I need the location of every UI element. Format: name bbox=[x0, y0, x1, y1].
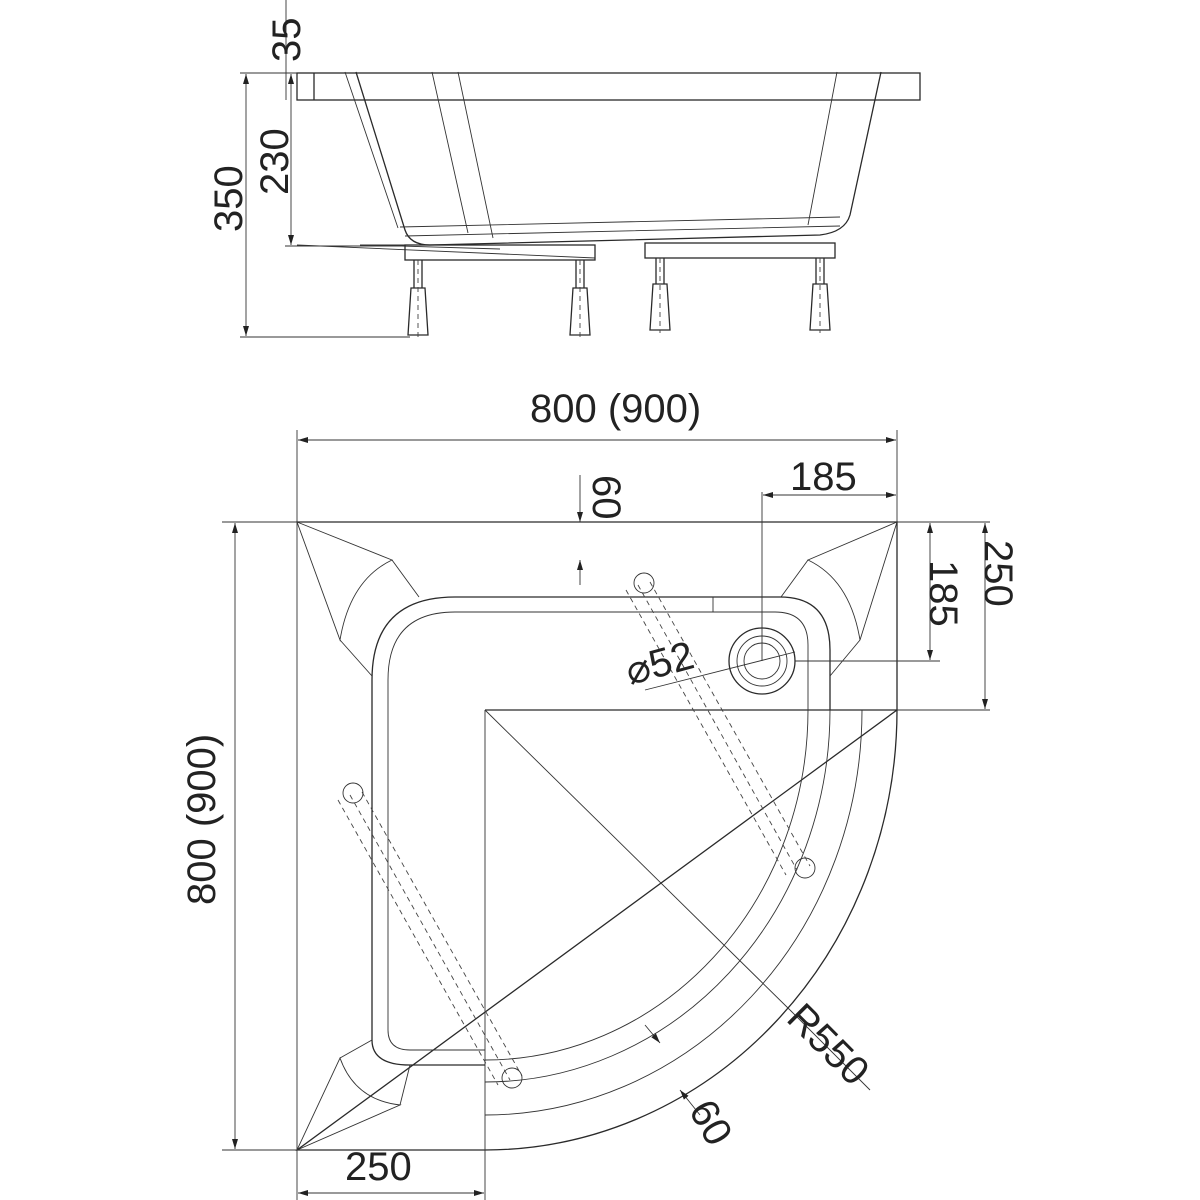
dim-radius: R550 bbox=[779, 995, 878, 1094]
dim-drain-y: 185 bbox=[921, 560, 965, 627]
adjustable-legs bbox=[407, 258, 831, 338]
dim-depth: 230 bbox=[253, 128, 297, 195]
dim-corner-bottom: 250 bbox=[345, 1145, 412, 1189]
tray-rim bbox=[296, 72, 921, 101]
side-view: 350 230 35 bbox=[207, 0, 921, 338]
dim-width: 800 (900) bbox=[530, 387, 701, 431]
support-rails bbox=[337, 572, 816, 1089]
support-frame-right bbox=[644, 242, 836, 259]
dim-height: 800 (900) bbox=[180, 734, 224, 905]
support-frame-left bbox=[404, 244, 596, 261]
dim-corner-right: 250 bbox=[976, 540, 1020, 607]
dim-drain-diameter: ⌀52 bbox=[621, 633, 699, 693]
dim-rim: 35 bbox=[265, 18, 309, 63]
plan-view: 800 (900) 800 (900) 60 185 185 250 ⌀52 R… bbox=[180, 387, 1020, 1200]
tray-outline bbox=[295, 521, 898, 1151]
tray-inner-edge bbox=[371, 596, 831, 1066]
tray-body bbox=[355, 71, 882, 246]
dim-drain-x: 185 bbox=[790, 455, 857, 499]
dim-total-height: 350 bbox=[207, 165, 251, 232]
dim-rim-top: 60 bbox=[584, 475, 628, 520]
